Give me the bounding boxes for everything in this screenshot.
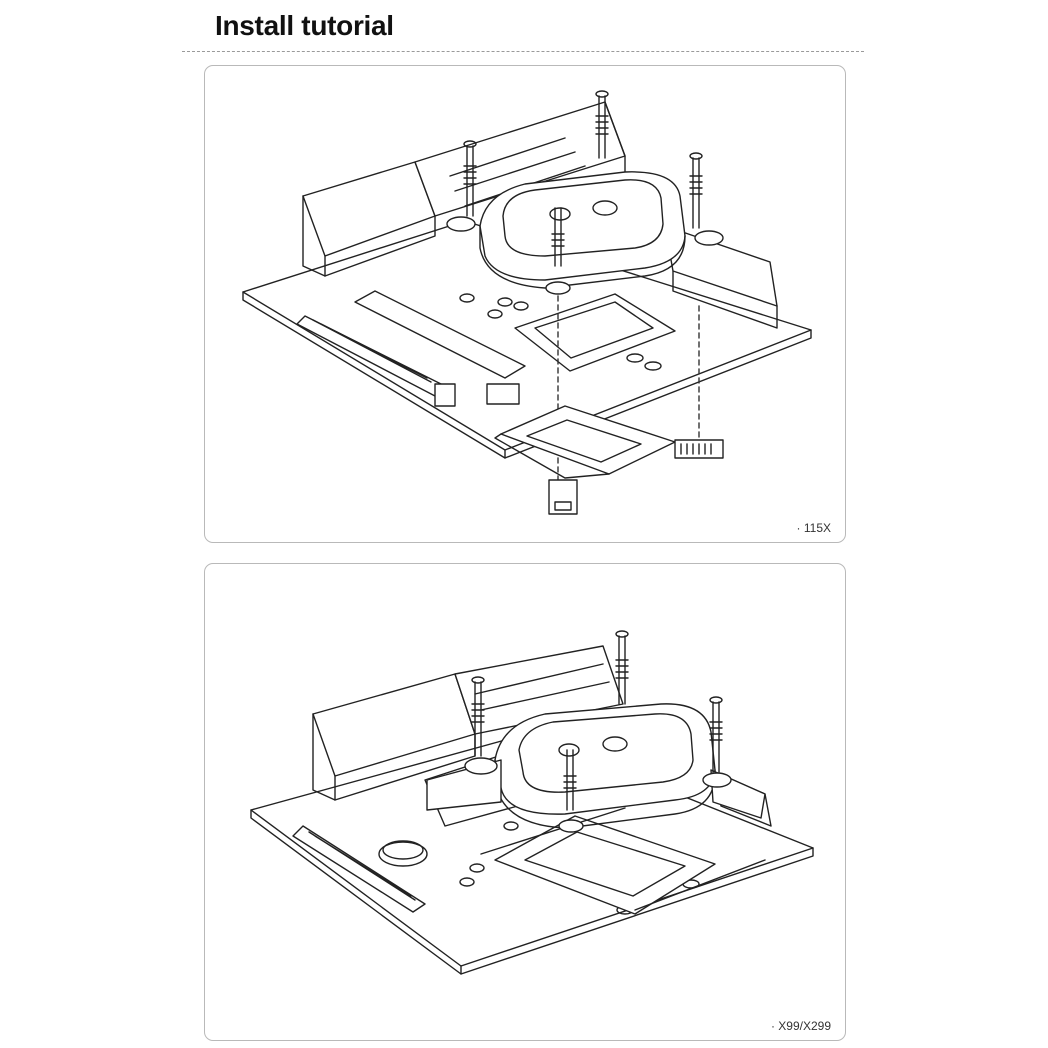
socket-caption-115x: · 115X <box>796 521 831 535</box>
cpu-socket <box>515 294 675 371</box>
page-title: Install tutorial <box>215 10 394 41</box>
mounting-screws <box>447 91 723 294</box>
cpu-waterblock <box>480 172 685 288</box>
install-diagram-x99-x299: · X99/X299 <box>204 563 846 1041</box>
pcie-slot <box>293 826 425 912</box>
mounting-screws <box>465 631 731 832</box>
capacitors <box>460 294 661 370</box>
title-divider <box>182 51 864 52</box>
backplate <box>495 406 723 514</box>
illustration-115x <box>205 66 845 542</box>
illustration-x99-x299 <box>205 564 845 1040</box>
install-diagram-115x: · 115X <box>204 65 846 543</box>
cpu-socket <box>495 816 715 914</box>
socket-caption-x99-x299: · X99/X299 <box>770 1019 831 1033</box>
cmos-battery <box>379 842 427 866</box>
cpu-waterblock <box>427 704 765 828</box>
